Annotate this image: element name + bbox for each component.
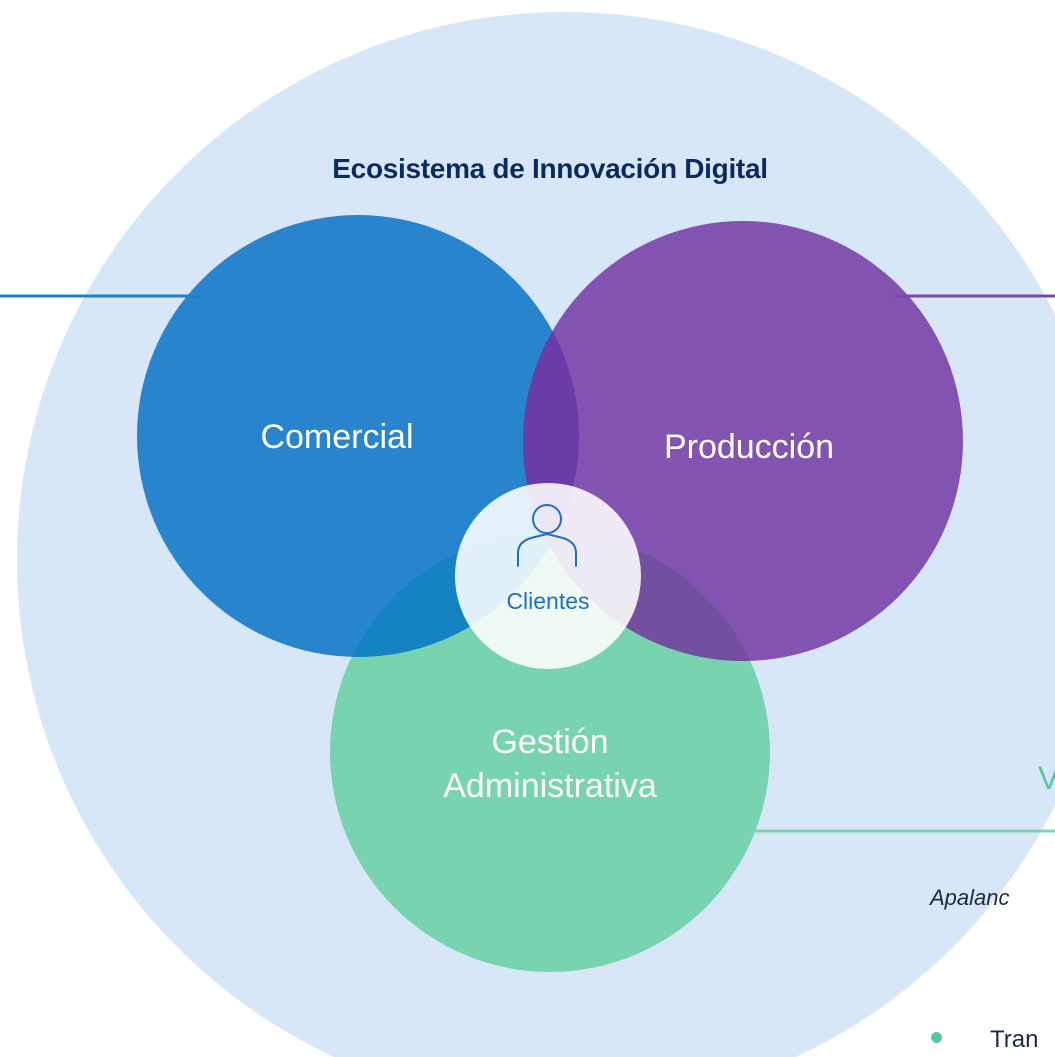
gestion-label: Gestión Administrativa bbox=[443, 723, 657, 805]
produccion-gestion-overlap bbox=[523, 532, 770, 661]
bullet-dot bbox=[931, 1032, 942, 1043]
comercial-label: Comercial bbox=[260, 418, 414, 456]
produccion-label: Producción bbox=[663, 428, 835, 466]
side-heading-fragment: V bbox=[1038, 760, 1055, 796]
side-bullet-fragment: Tran bbox=[990, 1026, 1039, 1053]
side-subheading-fragment: Apalanc bbox=[930, 885, 1010, 910]
clientes-circle bbox=[455, 483, 641, 669]
ecosystem-title: Ecosistema de Innovación Digital bbox=[332, 153, 768, 184]
clientes-label: Clientes bbox=[506, 588, 590, 614]
person-icon bbox=[517, 504, 577, 567]
